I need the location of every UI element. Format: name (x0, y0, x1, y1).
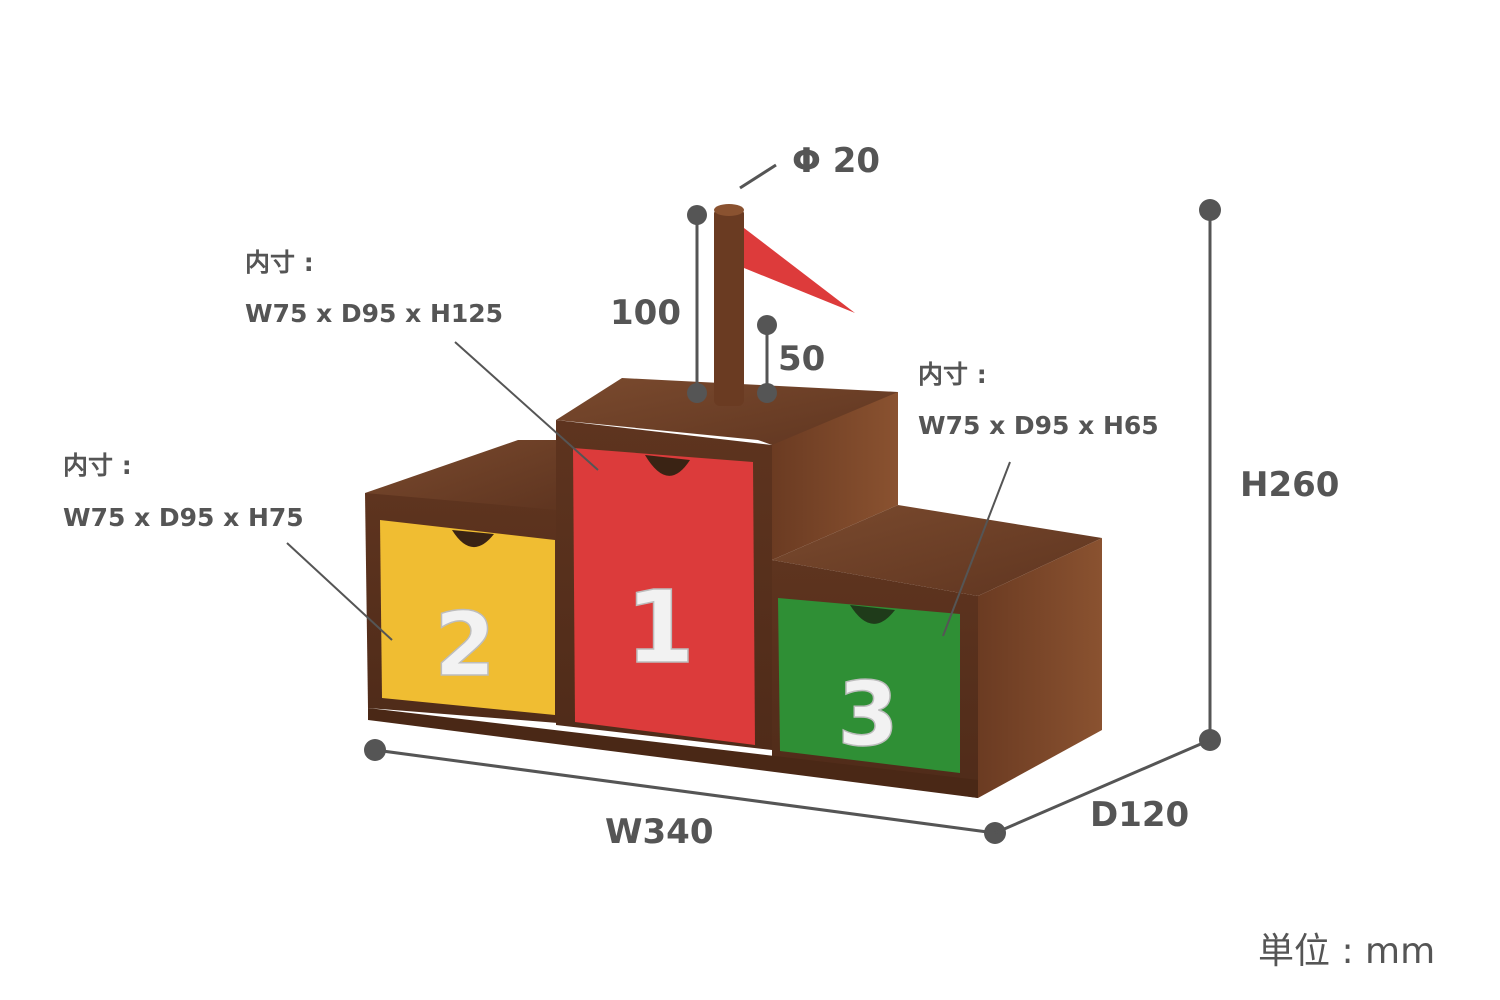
drawer-3-face[interactable] (778, 598, 960, 773)
leader-drawer-3 (942, 461, 1011, 637)
width-line (374, 748, 996, 835)
drawer-3-pull[interactable] (850, 605, 895, 624)
width-label: W340 (605, 812, 714, 852)
right-block-side (978, 538, 1102, 798)
drawer-1-pull[interactable] (645, 455, 690, 476)
center-block-side (772, 392, 898, 560)
drawer-3-number: 3 (837, 663, 898, 766)
drawer-1-number: 1 (625, 569, 695, 686)
pole-height-dot-bottom (687, 383, 707, 403)
drawer-1[interactable]: 1 (573, 448, 755, 745)
drawer-2-face[interactable] (380, 520, 555, 715)
drawer-1-inner-label: 内寸 : (245, 248, 314, 277)
pole-top (714, 204, 744, 216)
flag-pole (714, 204, 855, 406)
drawer-3[interactable]: 3 (778, 598, 960, 773)
depth-label: D120 (1090, 795, 1190, 835)
pole (714, 208, 744, 406)
drawer-2-number: 2 (434, 593, 495, 696)
drawer-1-inner-size: W75 x D95 x H125 (245, 299, 504, 328)
total-height-label: H260 (1240, 465, 1340, 505)
drawer-2[interactable]: 2 (380, 520, 555, 715)
flag-height-label: 50 (778, 339, 826, 379)
leader-drawer-2 (286, 542, 393, 641)
pole-diameter-label: Φ 20 (792, 141, 881, 181)
dimension-lines (286, 163, 1221, 844)
depth-line (994, 738, 1211, 835)
leader-drawer-1 (454, 341, 599, 471)
unit-label: 単位 : mm (1258, 931, 1436, 972)
drawer-2-pull[interactable] (452, 530, 494, 548)
flag-height-dot-bottom (757, 383, 777, 403)
total-height-dot-top (1199, 199, 1221, 221)
pole-height-dot-top (687, 205, 707, 225)
pole-height-label: 100 (610, 293, 681, 333)
base-strip (368, 708, 978, 798)
drawer-2-inner-size: W75 x D95 x H75 (63, 503, 304, 532)
drawer-1-face[interactable] (573, 448, 755, 745)
flag-height-dot-top (757, 315, 777, 335)
left-block-top (365, 440, 558, 510)
diameter-leader (739, 163, 777, 190)
drawer-3-inner-size: W75 x D95 x H65 (918, 411, 1159, 440)
right-block-top (772, 505, 1102, 596)
drawer-2-inner-label: 内寸 : (63, 451, 132, 480)
drawer-3-inner-label: 内寸 : (918, 360, 987, 389)
width-dot-left (364, 739, 386, 761)
red-flag (744, 228, 855, 313)
